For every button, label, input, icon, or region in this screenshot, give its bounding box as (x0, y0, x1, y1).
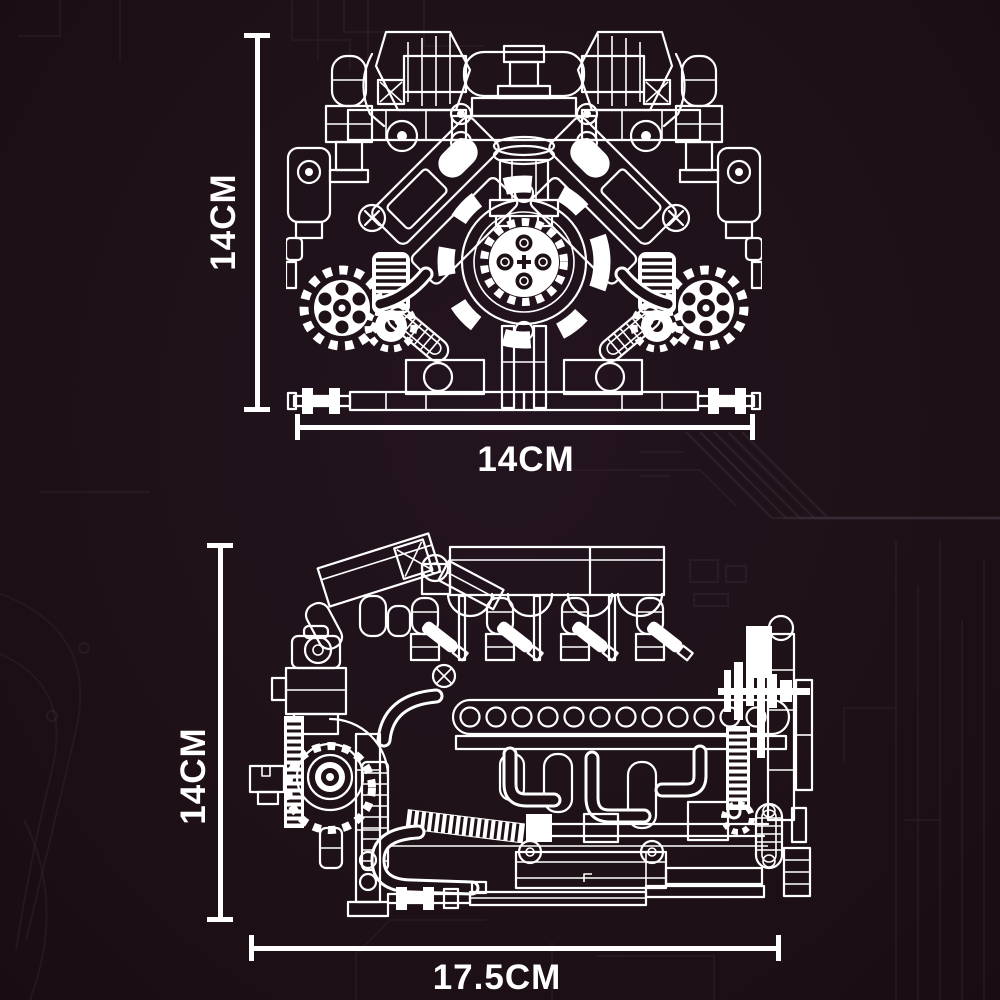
dimension-stem (254, 37, 260, 408)
dimension-cap (295, 414, 300, 440)
dimension-cap (776, 935, 781, 961)
front-height-label: 14CM (204, 173, 243, 271)
engine-side-blueprint-graphic (248, 532, 814, 918)
side-height-dimension-line (207, 543, 233, 922)
side-width-dimension-line (249, 935, 781, 961)
engine-front-blueprint-graphic (286, 22, 762, 414)
side-width-label: 17.5CM (432, 958, 562, 997)
dimension-cap (244, 33, 270, 38)
dimension-cap (207, 917, 233, 922)
dimension-stem (253, 945, 777, 951)
dimension-cap (207, 543, 233, 548)
dimension-stem (299, 424, 751, 430)
dimension-stem (217, 547, 223, 918)
dimension-cap (244, 407, 270, 412)
front-width-dimension-line (295, 414, 755, 440)
dimension-cap (249, 935, 254, 961)
side-height-label: 14CM (174, 727, 213, 825)
front-height-dimension-line (244, 33, 270, 412)
front-width-label: 14CM (477, 440, 575, 479)
dimension-cap (750, 414, 755, 440)
